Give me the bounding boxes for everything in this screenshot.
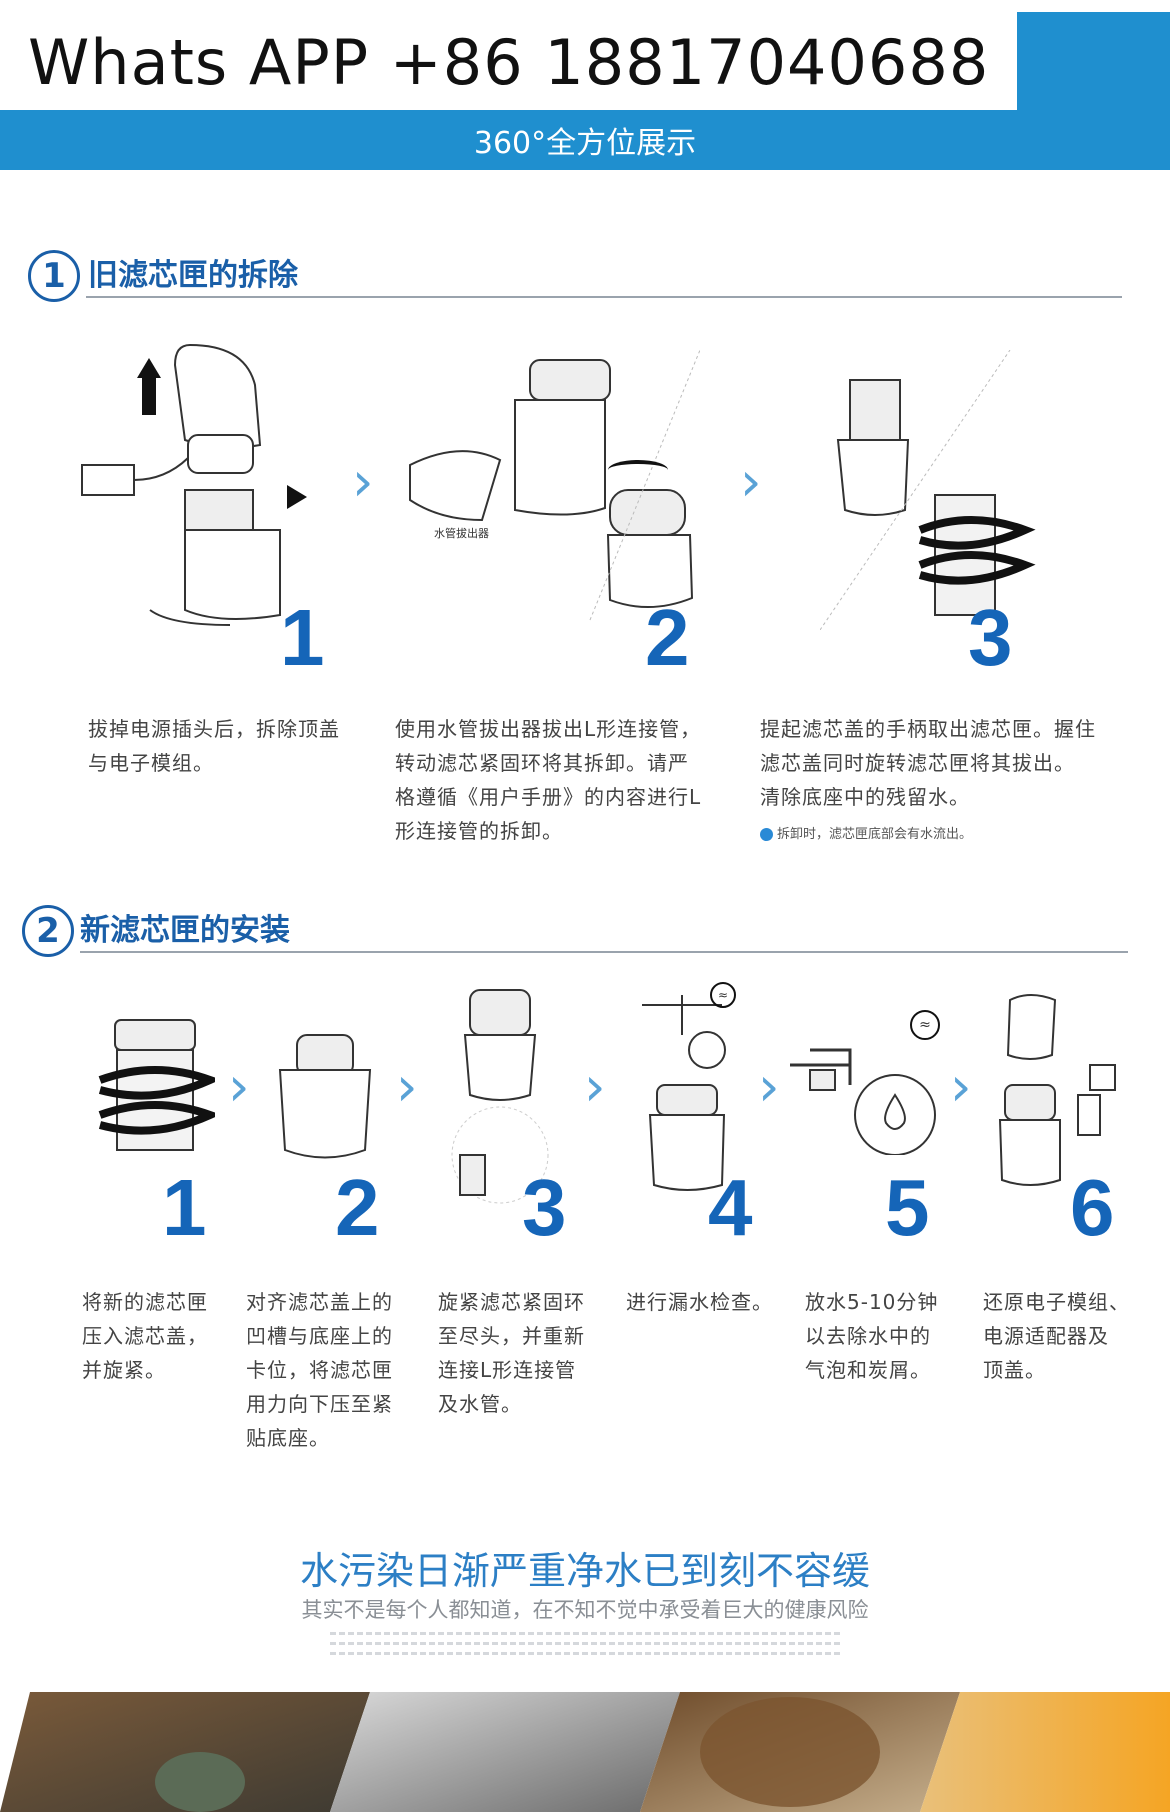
wave-icon: ≈	[910, 1010, 940, 1040]
step1-1-desc: 拔掉电源插头后，拆除顶盖 与电子模组。	[88, 717, 340, 775]
chevron-right-icon: ›	[352, 450, 374, 513]
tool-label: 水管拔出器	[434, 527, 489, 540]
chevron-right-icon: ›	[584, 1055, 606, 1118]
step2-5-desc: 放水5-10分钟 以去除水中的 气泡和炭屑。	[805, 1290, 939, 1382]
fine-print-line	[330, 1652, 840, 1655]
step2-4-number: 4	[708, 1163, 753, 1252]
step2-5-number: 5	[885, 1163, 930, 1252]
banner-subtitle: 360°全方位展示	[473, 126, 697, 161]
section-1-title: 旧滤芯匣的拆除	[88, 258, 298, 293]
info-icon	[760, 828, 773, 841]
chevron-right-icon: ›	[740, 450, 762, 513]
section-2-number: 2	[22, 905, 74, 957]
chevron-right-icon: ›	[758, 1055, 780, 1118]
step2-1-illustration	[95, 1010, 215, 1160]
step1-2-number: 2	[645, 593, 690, 682]
step2-6-desc: 还原电子模组、 电源适配器及 顶盖。	[983, 1290, 1130, 1382]
arrow-up-icon	[137, 358, 161, 378]
step2-6-number: 6	[1070, 1163, 1115, 1252]
chevron-right-icon: ›	[228, 1055, 250, 1118]
chevron-right-icon: ›	[396, 1055, 418, 1118]
step2-6-illustration	[990, 985, 1120, 1195]
contact-text[interactable]: Whats APP +86 18817040688	[28, 26, 990, 99]
arrow-up-icon	[142, 375, 156, 415]
fine-print-line	[330, 1632, 840, 1635]
step2-3-desc: 旋紧滤芯紧固环 至尽头，并重新 连接L形连接管 及水管。	[438, 1290, 585, 1416]
step2-1-number: 1	[162, 1163, 207, 1252]
step1-2-desc: 使用水管拔出器拔出L形连接管， 转动滤芯紧固环将其拆卸。请严 格遵循《用户手册》…	[395, 717, 702, 843]
step1-2-illustration	[400, 340, 700, 630]
step1-1-number: 1	[280, 593, 325, 682]
water-drop-icon	[884, 1093, 906, 1130]
step2-3-number: 3	[522, 1163, 567, 1252]
rotate-arrow-icon	[608, 460, 668, 480]
tagline-subtitle: 其实不是每个人都知道，在不知不觉中承受着巨大的健康风险	[301, 1598, 869, 1622]
step2-5-illustration	[790, 1015, 950, 1155]
header-top-strip	[0, 0, 1170, 12]
pollution-photo-strip	[0, 1692, 1170, 1812]
tagline-title: 水污染日渐严重净水已到刻不容缓	[299, 1549, 870, 1593]
section-1-divider	[86, 296, 1122, 298]
step2-4-desc: 进行漏水检查。	[626, 1290, 773, 1314]
arrow-right-icon	[287, 485, 307, 509]
chevron-right-icon: ›	[950, 1055, 972, 1118]
step1-3-illustration	[820, 350, 1040, 630]
step1-3-desc: 提起滤芯盖的手柄取出滤芯匣。握住 滤芯盖同时旋转滤芯匣将其拔出。 清除底座中的残…	[760, 717, 1096, 809]
fine-print-line	[330, 1642, 840, 1645]
step2-2-desc: 对齐滤芯盖上的 凹槽与底座上的 卡位，将滤芯匣 用力向下压至紧 贴底座。	[246, 1290, 393, 1450]
contact-box	[0, 12, 1017, 110]
section-1-number: 1	[28, 250, 80, 302]
section-2-title: 新滤芯匣的安装	[80, 913, 290, 948]
wave-icon: ≈	[710, 982, 736, 1008]
step1-1-illustration	[80, 340, 300, 640]
step2-4-illustration	[632, 985, 742, 1195]
step2-2-illustration	[275, 1010, 375, 1160]
section-2-divider	[80, 951, 1128, 953]
step2-3-illustration	[440, 985, 560, 1205]
step1-3-number: 3	[968, 593, 1013, 682]
step2-1-desc: 将新的滤芯匣 压入滤芯盖， 并旋紧。	[82, 1290, 208, 1382]
step2-2-number: 2	[335, 1163, 380, 1252]
step1-3-note: 拆卸时，滤芯匣底部会有水流出。	[760, 823, 972, 842]
